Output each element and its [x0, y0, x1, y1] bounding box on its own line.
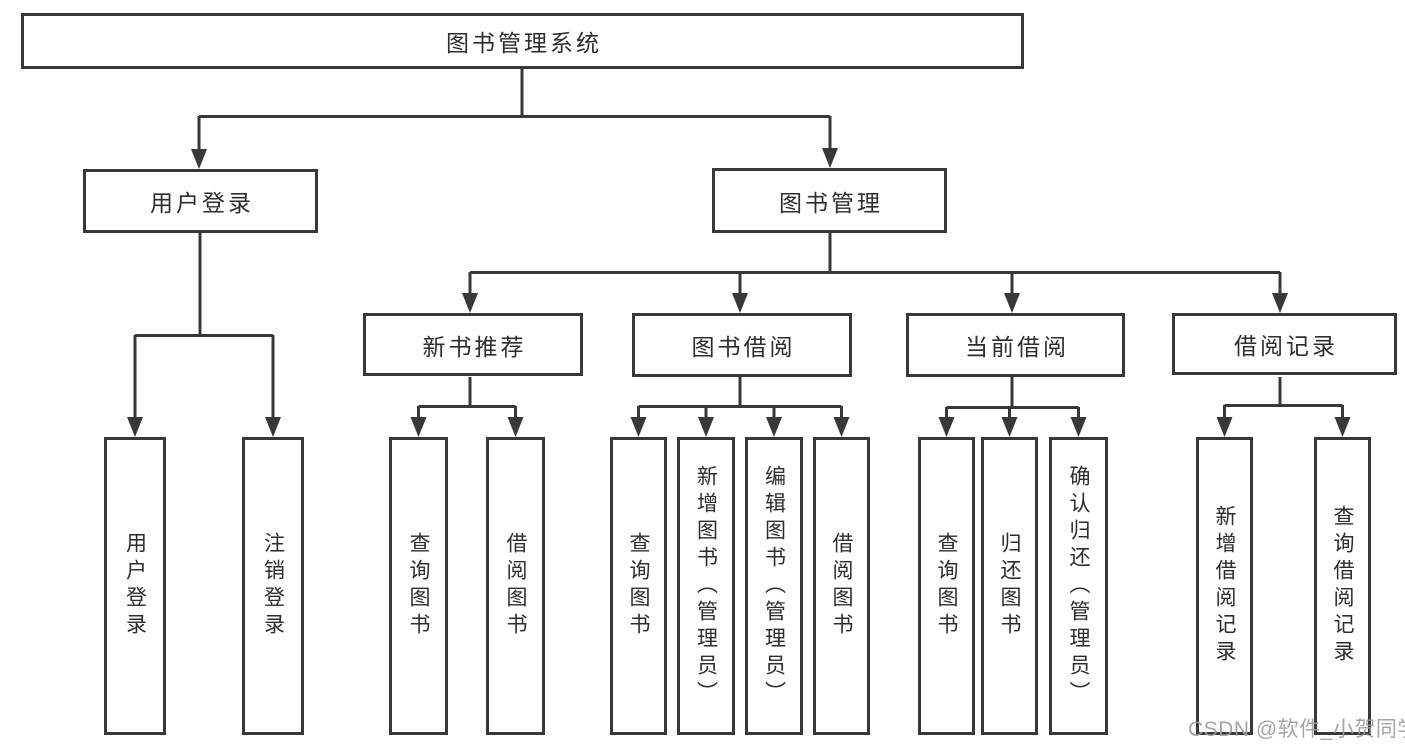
leaf-query-books-borrowing: 查询图书: [610, 437, 667, 735]
leaf-query-books-recommend: 查询图书: [389, 437, 448, 735]
leaf-edit-books-admin-label: 编辑图书（管理员）: [762, 464, 786, 708]
leaf-logout: 注销登录: [242, 437, 304, 735]
leaf-add-borrow-record: 新增借阅记录: [1196, 437, 1253, 735]
leaf-query-books-borrowing-label: 查询图书: [627, 532, 650, 640]
leaf-query-books-current-label: 查询图书: [935, 532, 958, 640]
leaf-edit-books-admin: 编辑图书（管理员）: [745, 437, 803, 735]
leaf-user-login-label: 用户登录: [123, 532, 147, 640]
leaf-confirm-return-admin: 确认归还（管理员）: [1049, 437, 1108, 735]
leaf-return-books-label: 归还图书: [998, 532, 1021, 640]
leaf-add-borrow-record-label: 新增借阅记录: [1213, 505, 1236, 667]
leaf-borrow-books-recommend: 借阅图书: [486, 437, 545, 735]
leaf-query-books-recommend-label: 查询图书: [407, 532, 430, 640]
leaf-borrow-books-borrowing: 借阅图书: [813, 437, 870, 735]
leaf-user-login: 用户登录: [104, 437, 166, 735]
leaf-logout-label: 注销登录: [261, 532, 285, 640]
node-new-book-recommend: 新书推荐: [363, 313, 583, 376]
node-book-borrowing: 图书借阅: [632, 313, 852, 377]
leaf-add-books-admin-label: 新增图书（管理员）: [694, 464, 718, 708]
node-book-management-system: 图书管理系统: [21, 13, 1024, 69]
node-current-borrowing: 当前借阅: [906, 313, 1125, 377]
node-borrowing-records: 借阅记录: [1172, 313, 1397, 375]
leaf-borrow-books-recommend-label: 借阅图书: [504, 532, 527, 640]
leaf-confirm-return-admin-label: 确认归还（管理员）: [1067, 464, 1090, 708]
leaf-query-books-current: 查询图书: [918, 437, 975, 735]
node-book-management: 图书管理: [712, 168, 947, 233]
leaf-borrow-books-borrowing-label: 借阅图书: [830, 532, 853, 640]
leaf-query-borrow-record: 查询借阅记录: [1314, 437, 1371, 735]
leaf-query-borrow-record-label: 查询借阅记录: [1331, 505, 1354, 667]
leaf-add-books-admin: 新增图书（管理员）: [677, 437, 735, 735]
leaf-return-books: 归还图书: [981, 437, 1038, 735]
csdn-watermark: CSDN @软件_小贺同学: [1188, 718, 1405, 741]
node-user-login: 用户登录: [83, 169, 318, 233]
